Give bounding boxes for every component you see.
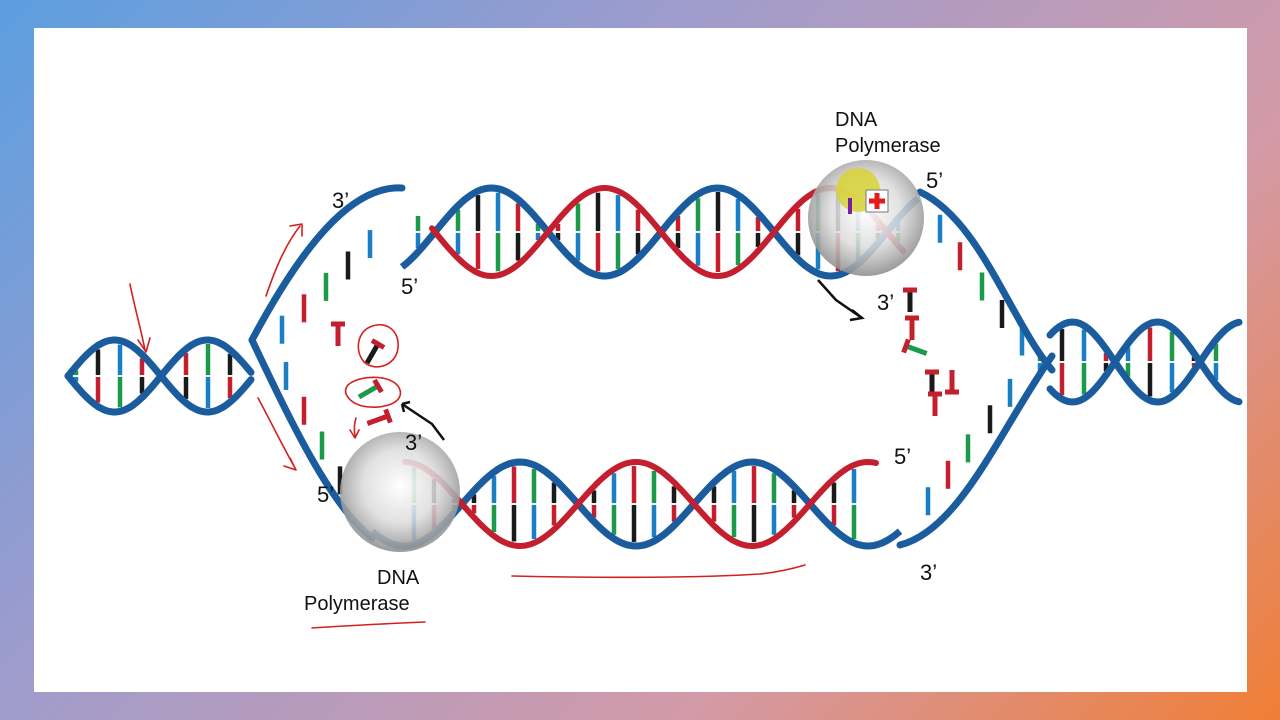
nucleotide-1-icon	[331, 321, 345, 346]
diagram-canvas: 3’ 5’ 5’ 3’ 3’ 5’ 5’ 3’ DNA Polymerase D…	[34, 28, 1247, 692]
strand-right-a	[1046, 318, 1243, 406]
annotation-underline-strand	[511, 564, 806, 579]
label-bottom-right-3prime: 3’	[920, 560, 938, 585]
nucleotide-4-icon	[366, 408, 393, 426]
strand-right-b	[1046, 318, 1243, 406]
nucleotide-2-icon-cap	[370, 338, 386, 350]
nucleotide-7-icon-stem	[905, 343, 928, 356]
label-bottom-right-new-5prime: 5’	[894, 444, 912, 469]
label-top-new-5prime: 5’	[401, 274, 419, 299]
fork-arm-right-bottom	[896, 352, 1056, 549]
annotation-circle-1	[357, 323, 399, 368]
nucleotide-6-icon	[905, 315, 919, 340]
nucleotide-9-icon	[945, 370, 959, 395]
nucleotide-2-icon-stem	[364, 342, 381, 365]
strand-left-b	[64, 336, 255, 416]
label-bottom-left-5prime: 5’	[317, 482, 335, 507]
label-top-left-3prime: 3’	[332, 188, 350, 213]
polymerase-bottom-label-line2: Polymerase	[304, 593, 410, 615]
nucleotide-8-icon	[925, 369, 939, 394]
fork-arm-right-top	[916, 188, 1056, 374]
dna-replication-diagram	[64, 160, 1243, 629]
cursor-side-mark	[848, 198, 852, 214]
annotation-arrow-down	[257, 397, 297, 471]
label-top-right-5prime: 5’	[926, 168, 944, 193]
nucleotide-7-icon-cap	[901, 338, 911, 354]
direction-arrow-bottom	[401, 402, 445, 441]
nucleotide-5-icon	[903, 287, 917, 312]
direction-arrow-top-head	[849, 309, 865, 322]
nucleotide-7-icon	[901, 338, 928, 356]
base-pairs	[73, 192, 1219, 542]
annotation-arrow-small	[349, 417, 360, 439]
nucleotide-4-icon-stem	[366, 413, 389, 426]
nucleotide-3-icon-stem	[357, 383, 380, 400]
fork-arm-left-top	[248, 184, 406, 344]
annotation-circle-2	[344, 376, 402, 408]
nucleotide-4-icon-cap	[383, 408, 393, 424]
nucleotide-10-icon	[928, 391, 942, 416]
cursor-icon	[869, 193, 885, 209]
polymerase-top-label-line2: Polymerase	[835, 135, 941, 157]
direction-arrow-bottom-head	[400, 400, 411, 413]
polymerase-bottom-label-line1: DNA	[377, 567, 420, 589]
nucleotide-3-icon	[357, 378, 384, 400]
label-top-fork-3prime: 3’	[877, 290, 895, 315]
nucleotide-3-icon-cap	[372, 378, 384, 394]
diagram-overlay	[129, 160, 959, 629]
strand-bottom-new	[402, 458, 879, 550]
nucleotide-2-icon	[364, 338, 386, 365]
annotation-underline-polymerase	[311, 621, 426, 629]
label-bottom-fork-3prime: 3’	[405, 430, 423, 455]
polymerase-bottom-enzyme-icon	[340, 432, 460, 552]
annotation-arrow-up	[265, 223, 303, 297]
annotation-arrow-left	[129, 283, 151, 353]
polymerase-top-label-line1: DNA	[835, 109, 878, 131]
